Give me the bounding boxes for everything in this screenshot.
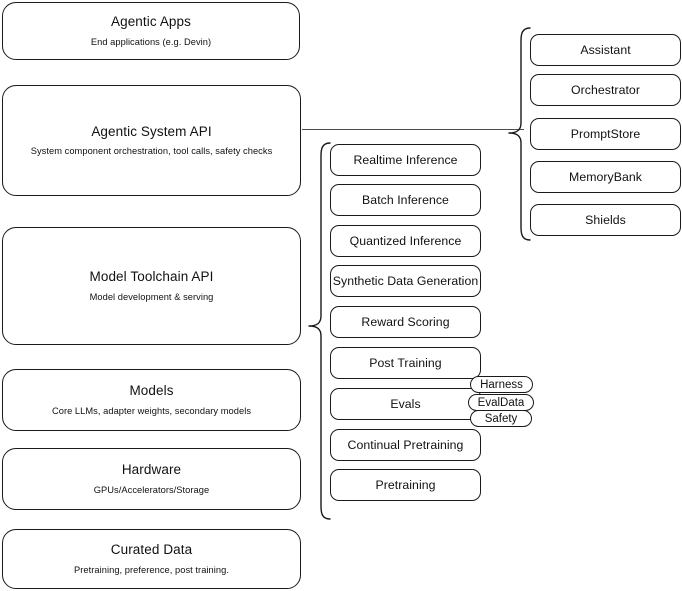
evals-tag-harness[interactable]: Harness — [470, 376, 533, 393]
capability-label: Realtime Inference — [353, 153, 458, 167]
layer-box-model-toolchain-api[interactable]: Model Toolchain API Model development & … — [2, 227, 301, 345]
layer-title: Curated Data — [110, 542, 193, 558]
system-component-box-promptstore[interactable]: PromptStore — [530, 118, 681, 150]
system-component-label: Shields — [585, 213, 626, 227]
layer-subtitle: System component orchestration, tool cal… — [30, 146, 273, 157]
evals-tag-label: EvalData — [477, 396, 525, 409]
system-component-box-orchestrator[interactable]: Orchestrator — [530, 74, 681, 106]
capability-box-evals[interactable]: Evals — [330, 388, 481, 420]
evals-tag-label: Safety — [484, 412, 518, 425]
capability-box-reward-scoring[interactable]: Reward Scoring — [330, 306, 481, 338]
connector-line-system-api-to-components — [302, 129, 524, 131]
layer-subtitle: Model development & serving — [89, 291, 214, 302]
capability-label: Evals — [390, 397, 421, 411]
capability-label: Post Training — [369, 356, 442, 370]
layer-title: Model Toolchain API — [89, 269, 214, 285]
capability-box-post-training[interactable]: Post Training — [330, 347, 481, 379]
brace-toolchain-capabilities — [306, 140, 332, 522]
layer-title: Agentic Apps — [110, 14, 191, 30]
capability-box-pretraining[interactable]: Pretraining — [330, 469, 481, 501]
layer-title: Hardware — [121, 462, 182, 478]
layer-box-curated-data[interactable]: Curated Data Pretraining, preference, po… — [2, 529, 301, 589]
evals-tag-safety[interactable]: Safety — [470, 410, 532, 427]
capability-label: Quantized Inference — [349, 234, 462, 248]
layer-box-agentic-apps[interactable]: Agentic Apps End applications (e.g. Devi… — [2, 2, 300, 60]
system-component-label: Orchestrator — [571, 83, 640, 97]
system-component-box-shields[interactable]: Shields — [530, 204, 681, 236]
capability-box-quantized-inference[interactable]: Quantized Inference — [330, 225, 481, 257]
capability-box-realtime-inference[interactable]: Realtime Inference — [330, 144, 481, 176]
capability-label: Batch Inference — [362, 193, 449, 207]
layer-title: Agentic System API — [91, 123, 212, 139]
layer-subtitle: Pretraining, preference, post training. — [74, 564, 229, 575]
capability-box-batch-inference[interactable]: Batch Inference — [330, 184, 481, 216]
system-component-label: Assistant — [580, 43, 631, 57]
layer-subtitle: GPUs/Accelerators/Storage — [93, 484, 210, 495]
layer-subtitle: Core LLMs, adapter weights, secondary mo… — [51, 405, 252, 416]
brace-system-components — [506, 25, 532, 243]
capability-label: Reward Scoring — [361, 315, 450, 329]
evals-tag-label: Harness — [480, 378, 523, 391]
capability-box-continual-pretraining[interactable]: Continual Pretraining — [330, 429, 481, 461]
system-component-box-assistant[interactable]: Assistant — [530, 34, 681, 66]
capability-box-synthetic-data-generation[interactable]: Synthetic Data Generation — [330, 265, 481, 297]
capability-label: Synthetic Data Generation — [332, 274, 479, 288]
layer-box-hardware[interactable]: Hardware GPUs/Accelerators/Storage — [2, 448, 301, 510]
layer-title: Models — [129, 383, 174, 399]
layer-subtitle: End applications (e.g. Devin) — [90, 36, 212, 47]
evals-tag-evaldata[interactable]: EvalData — [468, 394, 534, 411]
capability-label: Pretraining — [375, 478, 436, 492]
layer-box-models[interactable]: Models Core LLMs, adapter weights, secon… — [2, 369, 301, 431]
system-component-box-memorybank[interactable]: MemoryBank — [530, 161, 681, 193]
layer-box-agentic-system-api[interactable]: Agentic System API System component orch… — [2, 85, 301, 196]
system-component-label: PromptStore — [570, 127, 641, 141]
capability-label: Continual Pretraining — [347, 438, 464, 452]
system-component-label: MemoryBank — [569, 170, 642, 184]
